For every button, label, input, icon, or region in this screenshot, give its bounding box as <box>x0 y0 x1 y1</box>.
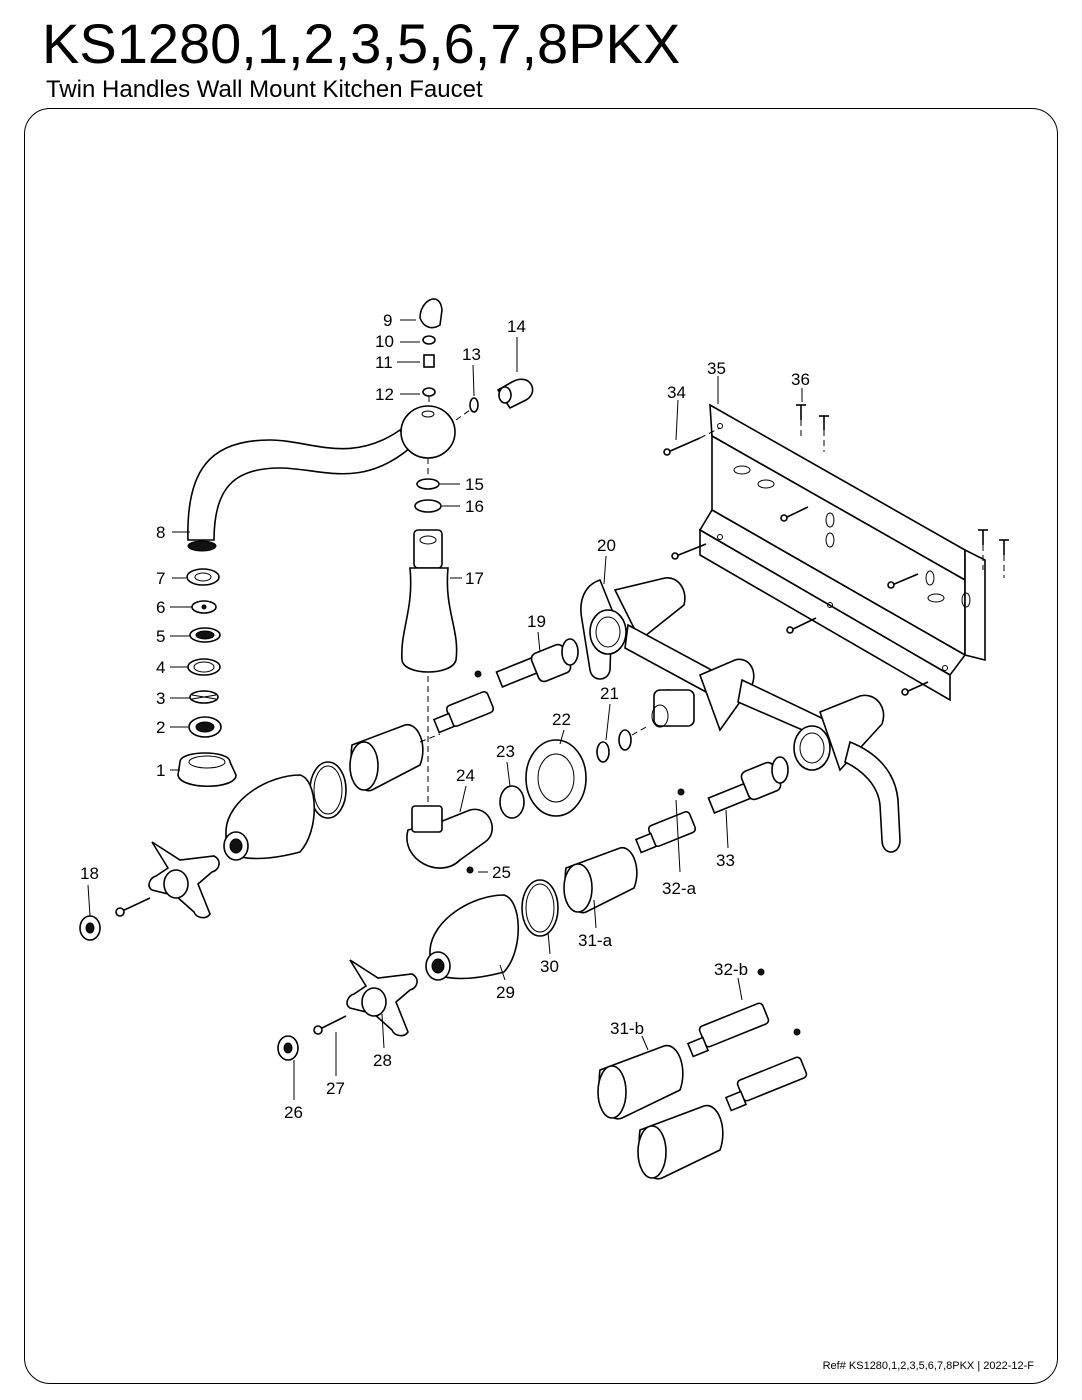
spout <box>187 405 456 552</box>
callout-34: 34 <box>667 383 686 402</box>
callout-16: 16 <box>465 497 484 516</box>
cross-handle-lower <box>346 959 418 1037</box>
elbow-fitting <box>406 805 494 874</box>
callout-25: 25 <box>492 863 511 882</box>
callout-12: 12 <box>375 385 394 404</box>
callout-15: 15 <box>465 475 484 494</box>
callout-3: 3 <box>156 689 165 708</box>
callout-35: 35 <box>707 359 726 378</box>
callout-27: 27 <box>326 1079 345 1098</box>
callout-36: 36 <box>791 370 810 389</box>
callout-31a: 31-a <box>578 931 613 950</box>
callout-9: 9 <box>383 311 392 330</box>
callout-8: 8 <box>156 523 165 542</box>
callout-21: 21 <box>600 684 619 703</box>
callout-2: 2 <box>156 718 165 737</box>
cross-handle-upper <box>148 841 220 919</box>
part-callouts: 9 10 11 12 13 14 15 16 17 8 7 6 5 4 3 2 … <box>80 311 810 1122</box>
callout-32a: 32-a <box>662 879 697 898</box>
diagram-frame <box>24 108 1058 1384</box>
callout-24: 24 <box>456 766 475 785</box>
callout-29: 29 <box>496 983 515 1002</box>
reference-number: Ref# KS1280,1,2,3,5,6,7,8PKX | 2022-12-F <box>822 1360 1034 1372</box>
leader-lines <box>87 319 803 1100</box>
swivel-assembly <box>401 458 458 810</box>
callout-10: 10 <box>375 332 394 351</box>
alternate-sleeve-b-upper <box>597 968 770 1120</box>
callout-22: 22 <box>552 710 571 729</box>
callout-14: 14 <box>507 317 526 336</box>
handle-bonnet-upper <box>223 774 316 861</box>
callout-23: 23 <box>496 742 515 761</box>
callout-33: 33 <box>716 851 735 870</box>
threaded-sleeve-right <box>563 847 638 914</box>
callout-32b: 32-b <box>714 960 748 979</box>
callout-6: 6 <box>156 598 165 617</box>
mounting-plate <box>698 403 986 702</box>
stem-extension-right <box>634 788 697 854</box>
spout-side-cap <box>455 378 534 421</box>
valve-cartridge-left <box>495 638 579 688</box>
threaded-sleeve-left <box>349 724 441 792</box>
callout-28: 28 <box>373 1051 392 1070</box>
callout-18: 18 <box>80 864 99 883</box>
callout-11: 11 <box>375 353 393 372</box>
callout-17: 17 <box>465 569 484 588</box>
page-subtitle: Twin Handles Wall Mount Kitchen Faucet <box>46 76 483 103</box>
callout-5: 5 <box>156 627 165 646</box>
o-rings <box>309 761 559 937</box>
small-screws <box>796 404 1009 578</box>
handle-bonnet-lower <box>425 894 520 981</box>
spout-cap-parts <box>419 298 443 406</box>
callout-1: 1 <box>156 761 165 780</box>
callout-7: 7 <box>156 569 165 588</box>
callout-13: 13 <box>462 345 481 364</box>
mounting-screws <box>663 427 929 696</box>
callout-20: 20 <box>597 536 616 555</box>
stem-extension-left <box>432 670 495 734</box>
escutcheon-flange <box>499 725 649 819</box>
callout-31b: 31-b <box>610 1019 644 1038</box>
page-title: KS1280,1,2,3,5,6,7,8PKX <box>42 12 681 75</box>
callout-30: 30 <box>540 957 559 976</box>
callout-4: 4 <box>156 658 165 677</box>
callout-26: 26 <box>284 1103 303 1122</box>
handle-screws-and-caps <box>79 897 347 1061</box>
valve-body <box>580 577 901 853</box>
valve-cartridge-right <box>707 756 789 814</box>
callout-19: 19 <box>527 612 546 631</box>
alternate-sleeve-b-lower <box>637 1028 808 1180</box>
aerator-parts <box>177 568 237 788</box>
